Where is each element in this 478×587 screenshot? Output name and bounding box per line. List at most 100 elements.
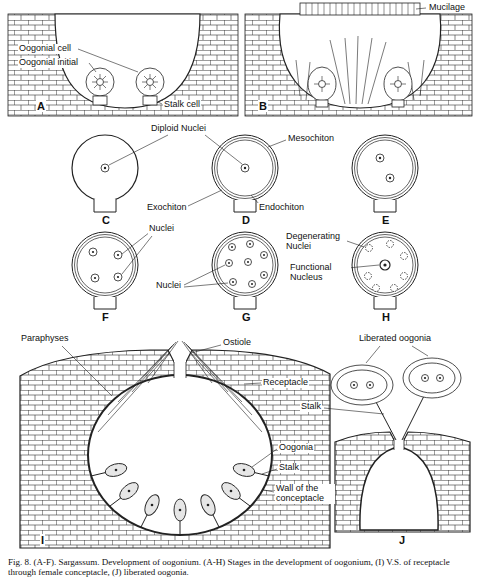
part-label: Oogonia: [278, 443, 314, 453]
oogonium-stage: [217, 237, 273, 293]
oogonium-stage: [366, 245, 373, 252]
oogonium-stage: [232, 281, 234, 283]
leader-line: [324, 408, 384, 414]
part-label: Wall of the conceptacle: [275, 484, 335, 504]
part-label: Functional Nucleus: [289, 263, 351, 283]
panel-letter: B: [258, 100, 268, 112]
receptacle-section: [151, 504, 154, 507]
oogonium-stage: [72, 135, 138, 201]
receptacle-section: [117, 479, 142, 502]
oogonium-stage: [72, 232, 418, 309]
panel-a-tissue: [97, 79, 104, 86]
leader-line: [188, 190, 222, 206]
panel-b-tissue: [279, 14, 440, 108]
part-label: Endochiton: [258, 203, 305, 213]
oogonium-stage: [355, 138, 416, 199]
part-label: Receptacle: [262, 378, 309, 388]
leader-line: [324, 346, 428, 414]
receptacle-section: [174, 499, 186, 521]
leader-line: [184, 265, 225, 285]
oogonium-stage: [75, 235, 136, 296]
leader-line: [416, 8, 426, 9]
panel-b-tissue: [308, 67, 336, 101]
liberated-oogonia: [360, 448, 438, 530]
figure-caption: Fig. 8. (A-F). Sargassum. Development of…: [8, 557, 470, 578]
oogonium-stage: [215, 138, 276, 199]
oogonium-stage: [114, 251, 122, 259]
liberated-oogonia: [335, 432, 470, 532]
part-label: Nuclei: [155, 281, 182, 291]
oogonium-stage: [215, 235, 276, 296]
panel-letter: I: [40, 534, 45, 546]
panel-a-tissue: [86, 68, 114, 96]
receptacle-section: [98, 341, 262, 432]
receptacle-section: [20, 350, 330, 548]
leader-line: [122, 236, 152, 274]
liberated-oogonia: [351, 382, 358, 389]
part-label: Exochiton: [146, 203, 188, 213]
oogonium-stage: [379, 157, 381, 159]
panel-b-tissue: [300, 3, 420, 15]
oogonium-stage: [263, 254, 265, 256]
part-label: Mesochiton: [287, 134, 335, 144]
panel-b-tissue: [384, 67, 412, 101]
part-label: Diploid Nuclei: [150, 124, 207, 134]
liberated-oogonia: [331, 358, 470, 532]
receptacle-section: [207, 504, 210, 507]
oogonium-stage: [249, 243, 251, 245]
oogonium-stage: [251, 283, 253, 285]
leader-line: [416, 8, 426, 9]
oogonium-stage: [92, 243, 265, 285]
panel-letter: A: [36, 100, 46, 112]
oogonium-stage: [374, 200, 396, 212]
panel-a-tissue: [147, 79, 154, 86]
oogonium-stage: [89, 248, 97, 256]
part-label: Ostiole: [222, 338, 252, 348]
oogonium-stage: [389, 177, 391, 179]
oogonium-stage: [391, 285, 398, 292]
panel-b-tissue: [314, 76, 406, 92]
leader-line: [122, 232, 379, 287]
leader-line: [109, 135, 168, 165]
receptacle-section: [219, 479, 244, 502]
receptacle-section: [91, 471, 269, 535]
oogonium-stage: [373, 285, 380, 292]
panel-letter: F: [101, 311, 110, 323]
panel-b-tissue: [392, 100, 404, 107]
oogonium-stage: [234, 200, 256, 212]
leader-line: [184, 283, 228, 287]
panel-letter: E: [381, 214, 390, 226]
oogonium-stage: [94, 277, 96, 279]
receptacle-section: [115, 469, 246, 512]
liberated-oogonia: [403, 358, 461, 398]
panel-letter: H: [381, 311, 391, 323]
panel-b-tissue: [316, 100, 328, 107]
oogonium-stage: [228, 262, 230, 264]
oogonium-stage: [247, 261, 249, 263]
panel-b-tissue: [296, 36, 424, 104]
receptacle-section: [198, 492, 218, 517]
leader-line: [348, 265, 379, 268]
panel-letter: J: [398, 534, 406, 546]
oogonium-stage: [114, 273, 122, 281]
receptacle-section: [104, 461, 256, 521]
liberated-oogonia: [353, 377, 441, 386]
leader-line: [122, 232, 150, 254]
oogonium-stage: [261, 272, 268, 279]
leader-line: [262, 469, 277, 474]
panel-b-tissue: [395, 81, 402, 88]
receptacle-section: [142, 492, 162, 517]
oogonium-stage: [230, 279, 237, 286]
oogonium-stage: [261, 252, 268, 259]
receptacle-section: [104, 461, 128, 478]
leader-line: [344, 240, 364, 247]
part-label: Oogonial initial: [18, 58, 79, 68]
oogonium-stage: [212, 135, 278, 201]
oogonium-stage: [374, 297, 396, 309]
oogonium-stage: [383, 263, 386, 266]
oogonium-stage: [101, 164, 109, 172]
panel-a-tissue: [8, 14, 238, 116]
receptacle-section: [179, 509, 182, 512]
oogonium-stage: [212, 232, 278, 298]
